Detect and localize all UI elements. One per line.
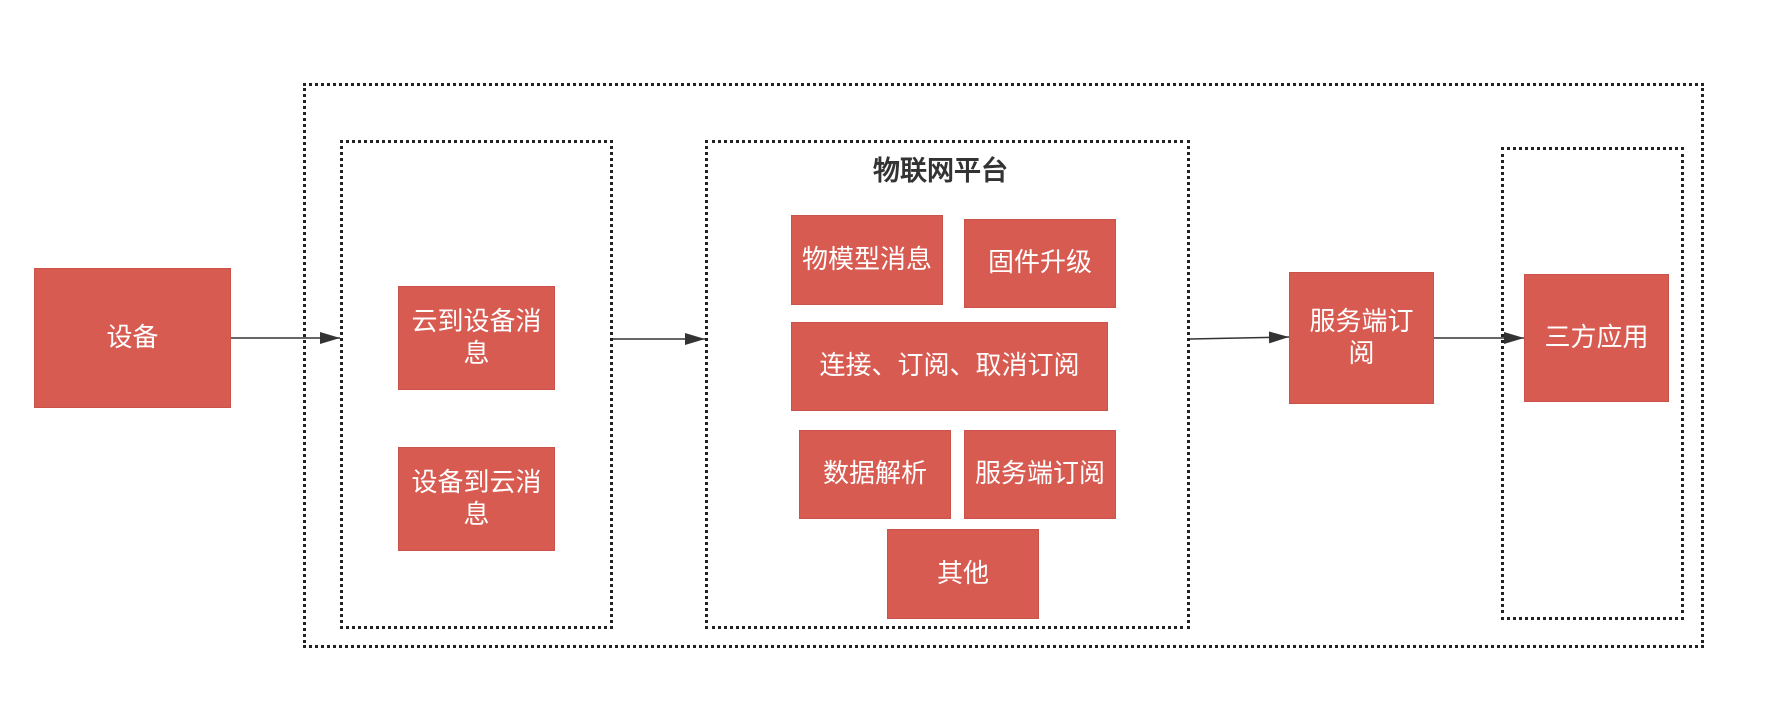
data-parsing-node: 数据解析: [799, 430, 951, 519]
platform-to-server-subscription-arrow: [1189, 331, 1290, 344]
third-party-app-container: [1501, 147, 1684, 620]
connect-subscribe-node: 连接、订阅、取消订阅: [791, 322, 1108, 411]
platform-server-subscription-node: 服务端订阅: [964, 430, 1116, 519]
other-module-node: 其他: [887, 529, 1039, 619]
outer-dotted-container: [303, 83, 1704, 648]
third-party-application-node: 三方应用: [1524, 274, 1669, 402]
cloud-to-device-message-node: 云到设备消息: [398, 286, 555, 390]
device-node: 设备: [34, 268, 231, 408]
iot-platform-title: 物联网平台: [873, 156, 1008, 187]
server-subscription-node: 服务端订阅: [1289, 272, 1434, 404]
message-group-container: [340, 140, 613, 629]
device-to-cloud-message-node: 设备到云消息: [398, 447, 555, 551]
firmware-upgrade-node: 固件升级: [964, 219, 1116, 308]
iot-platform-container: [705, 140, 1190, 629]
thing-model-message-node: 物模型消息: [791, 215, 943, 305]
